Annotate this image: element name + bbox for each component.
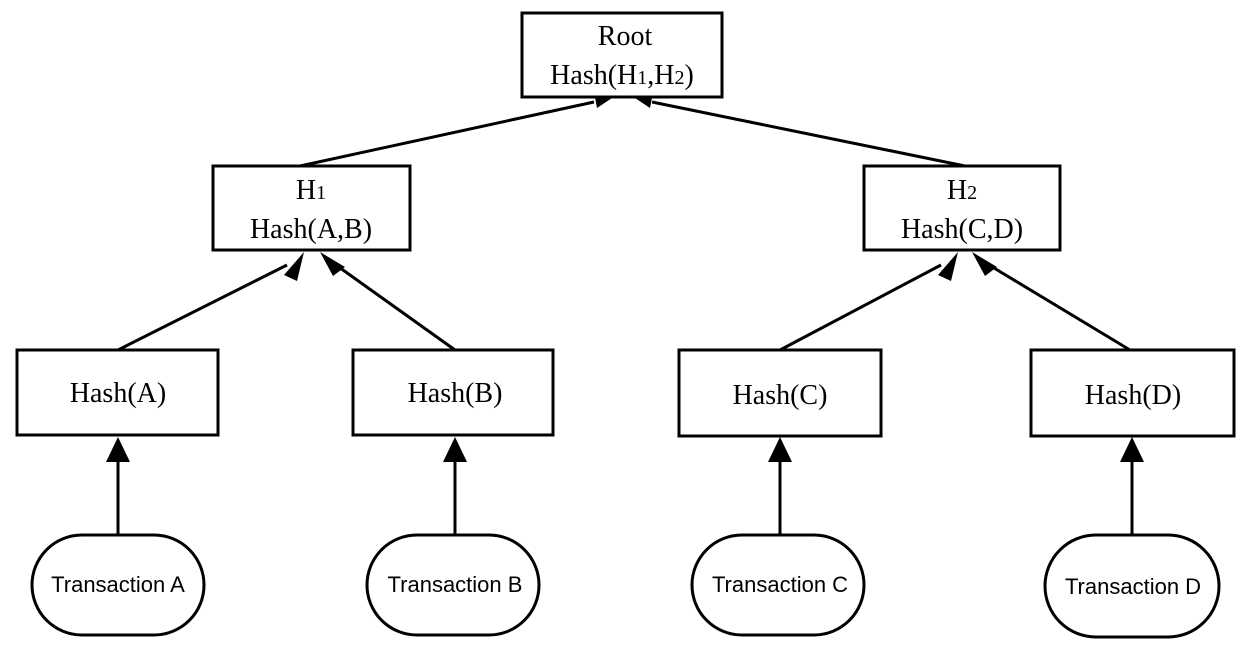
edge-hash-a-to-h1 bbox=[117, 263, 288, 352]
h1-hash-label: Hash(A,B) bbox=[250, 214, 372, 245]
root-box bbox=[520, 11, 724, 99]
hash-d-box bbox=[1029, 348, 1236, 438]
transaction-a-box bbox=[30, 533, 206, 637]
arrow-tx-c-to-hash-c bbox=[768, 437, 792, 462]
arrow-hash-b-to-h1 bbox=[320, 252, 345, 276]
arrow-tx-d-to-hash-d bbox=[1120, 437, 1144, 462]
hash-c-box bbox=[677, 348, 883, 438]
transaction-nodes: Transaction A Transaction B Transaction … bbox=[30, 533, 1221, 639]
arrow-tx-b-to-hash-b bbox=[443, 437, 467, 462]
edge-h2-to-root bbox=[651, 100, 966, 168]
edge-h1-to-root bbox=[299, 100, 595, 168]
h2-node: H2 Hash(C,D) bbox=[862, 164, 1062, 252]
leaf-hash-nodes: Hash(A) Hash(B) Hash(C) Hash(D) bbox=[15, 348, 1236, 438]
transaction-c-box bbox=[690, 533, 866, 637]
transaction-c-label: Transaction C bbox=[712, 572, 848, 597]
h1-label: H1 bbox=[296, 175, 326, 206]
edges bbox=[106, 92, 1144, 535]
root-hash-label: Hash(H1,H2) bbox=[550, 60, 694, 91]
h2-box bbox=[862, 164, 1062, 252]
transaction-b-label: Transaction B bbox=[388, 572, 523, 597]
arrow-hash-a-to-h1 bbox=[284, 252, 304, 281]
arrow-hash-c-to-h2 bbox=[938, 252, 958, 281]
root-node: Root Hash(H1,H2) bbox=[520, 11, 724, 99]
hash-c-label: Hash(C) bbox=[733, 380, 828, 411]
edge-hash-d-to-h2 bbox=[988, 263, 1131, 352]
arrow-hash-d-to-h2 bbox=[972, 252, 997, 276]
transaction-d-box bbox=[1043, 533, 1221, 639]
root-label: Root bbox=[598, 21, 653, 52]
edge-hash-c-to-h2 bbox=[779, 263, 942, 352]
h1-node: H1 Hash(A,B) bbox=[211, 164, 412, 252]
transaction-a-label: Transaction A bbox=[51, 572, 185, 597]
hash-b-label: Hash(B) bbox=[408, 378, 503, 409]
h1-box bbox=[211, 164, 412, 252]
hash-a-label: Hash(A) bbox=[70, 378, 166, 409]
hash-d-label: Hash(D) bbox=[1085, 380, 1181, 411]
edge-hash-b-to-h1 bbox=[335, 263, 456, 352]
arrow-tx-a-to-hash-a bbox=[106, 437, 130, 462]
transaction-b-box bbox=[365, 533, 541, 637]
h2-label: H2 bbox=[947, 175, 977, 206]
h2-hash-label: Hash(C,D) bbox=[901, 214, 1023, 245]
hash-b-box bbox=[351, 348, 555, 437]
hash-a-box bbox=[15, 348, 220, 437]
transaction-d-label: Transaction D bbox=[1065, 574, 1201, 599]
